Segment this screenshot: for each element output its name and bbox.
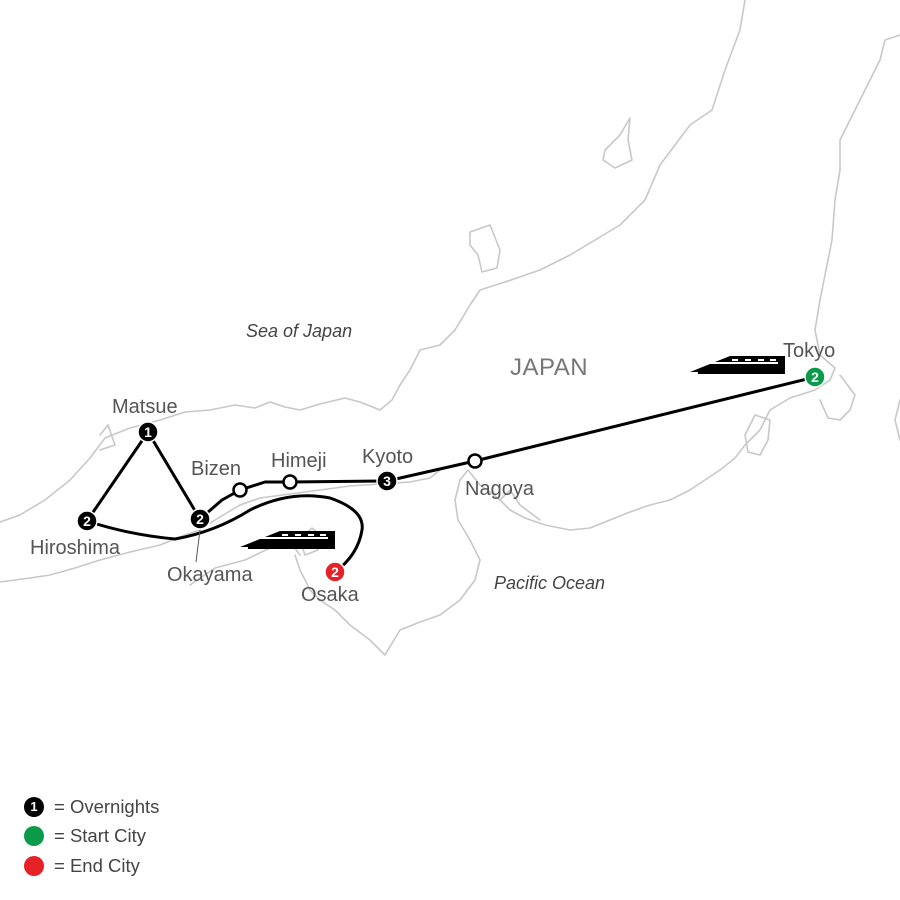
svg-text:3: 3 <box>383 473 391 489</box>
region-label-japan: JAPAN <box>510 354 588 381</box>
legend-row-overnights: 1 = Overnights <box>24 792 159 822</box>
city-label-bizen: Bizen <box>191 458 241 480</box>
legend-label-overnights: = Overnights <box>54 795 160 817</box>
map-labels: JAPAN Sea of Japan Pacific Ocean Tokyo N… <box>30 321 835 606</box>
bullet-train-icon <box>240 531 335 549</box>
badge-kyoto[interactable]: 3 <box>376 470 398 492</box>
sea-label-south: Pacific Ocean <box>494 573 605 593</box>
coastline-kii <box>499 489 541 521</box>
route-bizen-himeji <box>238 480 292 492</box>
coastline-east <box>489 34 900 531</box>
rail-routes <box>86 375 816 574</box>
badge-tokyo[interactable]: 2 <box>804 366 826 388</box>
coastline-boso <box>819 374 856 421</box>
coastline-noto <box>469 224 501 273</box>
coastline-notch <box>99 424 116 451</box>
legend-label-start: = Start City <box>54 825 147 847</box>
coastline-osaka-bay <box>294 554 386 656</box>
waypoint-nagoya <box>467 453 483 469</box>
legend-end-dot <box>24 855 44 876</box>
route-kyoto-nagoya <box>385 459 477 483</box>
badge-osaka[interactable]: 2 <box>324 561 346 583</box>
waypoint-bizen <box>232 482 248 498</box>
badge-okayama[interactable]: 2 <box>189 508 211 530</box>
svg-text:2: 2 <box>83 513 91 529</box>
coastlines <box>0 0 900 656</box>
city-label-osaka: Osaka <box>301 584 360 606</box>
svg-text:2: 2 <box>811 369 819 385</box>
sea-label-north: Sea of Japan <box>246 321 352 341</box>
route-matsue-okayama <box>146 430 202 521</box>
coastline-ise-bay <box>384 469 491 656</box>
coastline-sado <box>602 117 633 169</box>
bullet-train-icon <box>690 356 785 374</box>
legend-start-dot <box>24 826 44 847</box>
city-label-tokyo: Tokyo <box>783 340 835 362</box>
waypoint-himeji <box>282 474 298 490</box>
city-label-matsue: Matsue <box>112 396 178 418</box>
overnight-badges: 2 3 1 2 2 2 <box>76 366 826 583</box>
legend-overnight-badge: 1 <box>24 796 44 817</box>
svg-text:2: 2 <box>331 564 339 580</box>
city-label-nagoya: Nagoya <box>465 478 535 500</box>
road-routes <box>85 430 477 523</box>
legend-row-start: = Start City <box>24 822 159 852</box>
legend-label-end: = End City <box>54 854 140 876</box>
route-hiroshima-matsue <box>85 430 150 523</box>
legend-row-end: = End City <box>24 851 159 881</box>
okayama-leader-line <box>195 529 201 563</box>
coastline-honshu-north <box>0 0 746 523</box>
svg-text:1: 1 <box>144 424 152 440</box>
coastline-izu <box>744 414 771 456</box>
svg-text:2: 2 <box>196 511 204 527</box>
map-legend: 1 = Overnights = Start City = End City <box>24 792 159 881</box>
badge-matsue[interactable]: 1 <box>137 421 159 443</box>
waypoint-markers <box>232 453 483 498</box>
city-label-himeji: Himeji <box>271 450 327 472</box>
city-label-hiroshima: Hiroshima <box>30 537 121 559</box>
city-label-kyoto: Kyoto <box>362 446 413 468</box>
city-label-okayama: Okayama <box>167 564 253 586</box>
coastline-east-ne <box>894 399 900 441</box>
badge-hiroshima[interactable]: 2 <box>76 510 98 532</box>
route-himeji-kyoto <box>288 479 389 484</box>
